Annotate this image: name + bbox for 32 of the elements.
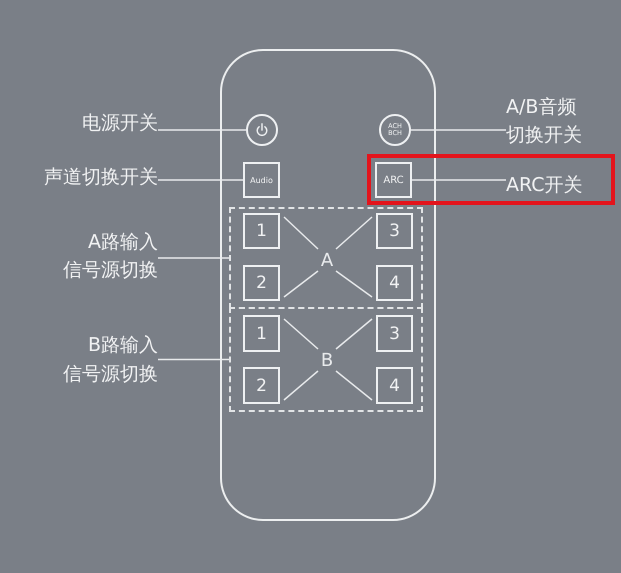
callout-label: A路输入信号源切换 [58, 228, 158, 284]
remote-button: 1 [243, 315, 280, 352]
group-label: B [318, 349, 336, 371]
power-button [246, 114, 278, 146]
callout-label: 电源开关 [82, 110, 158, 136]
leader-line [411, 129, 506, 131]
remote-button: 4 [376, 265, 413, 301]
callout-label: B路输入信号源切换 [58, 331, 158, 389]
remote-button: ARC [375, 162, 412, 198]
connector-line [284, 270, 318, 298]
highlight-frame [367, 154, 615, 205]
leader-line [158, 358, 229, 360]
leader-line [158, 129, 246, 131]
callout-label: ARC开关 [506, 172, 583, 198]
callout-label: A/B音频切换开关 [506, 93, 588, 149]
connector-line [284, 318, 318, 350]
button-group-frame [229, 307, 423, 412]
remote-button: 1 [243, 213, 280, 249]
connector-line [336, 270, 372, 298]
leader-line [158, 257, 229, 259]
remote-button: 4 [376, 367, 413, 404]
remote-button: 2 [243, 265, 280, 301]
remote-button: 3 [376, 213, 413, 249]
group-label: A [318, 249, 336, 271]
remote-button: 3 [376, 315, 413, 352]
connector-line [336, 318, 372, 350]
remote-button: 2 [243, 367, 280, 404]
callout-label: 声道切换开关 [44, 164, 158, 190]
leader-line [158, 179, 243, 181]
remote-button: Audio [243, 162, 280, 198]
button-group-frame [229, 207, 423, 309]
leader-line [412, 179, 506, 181]
